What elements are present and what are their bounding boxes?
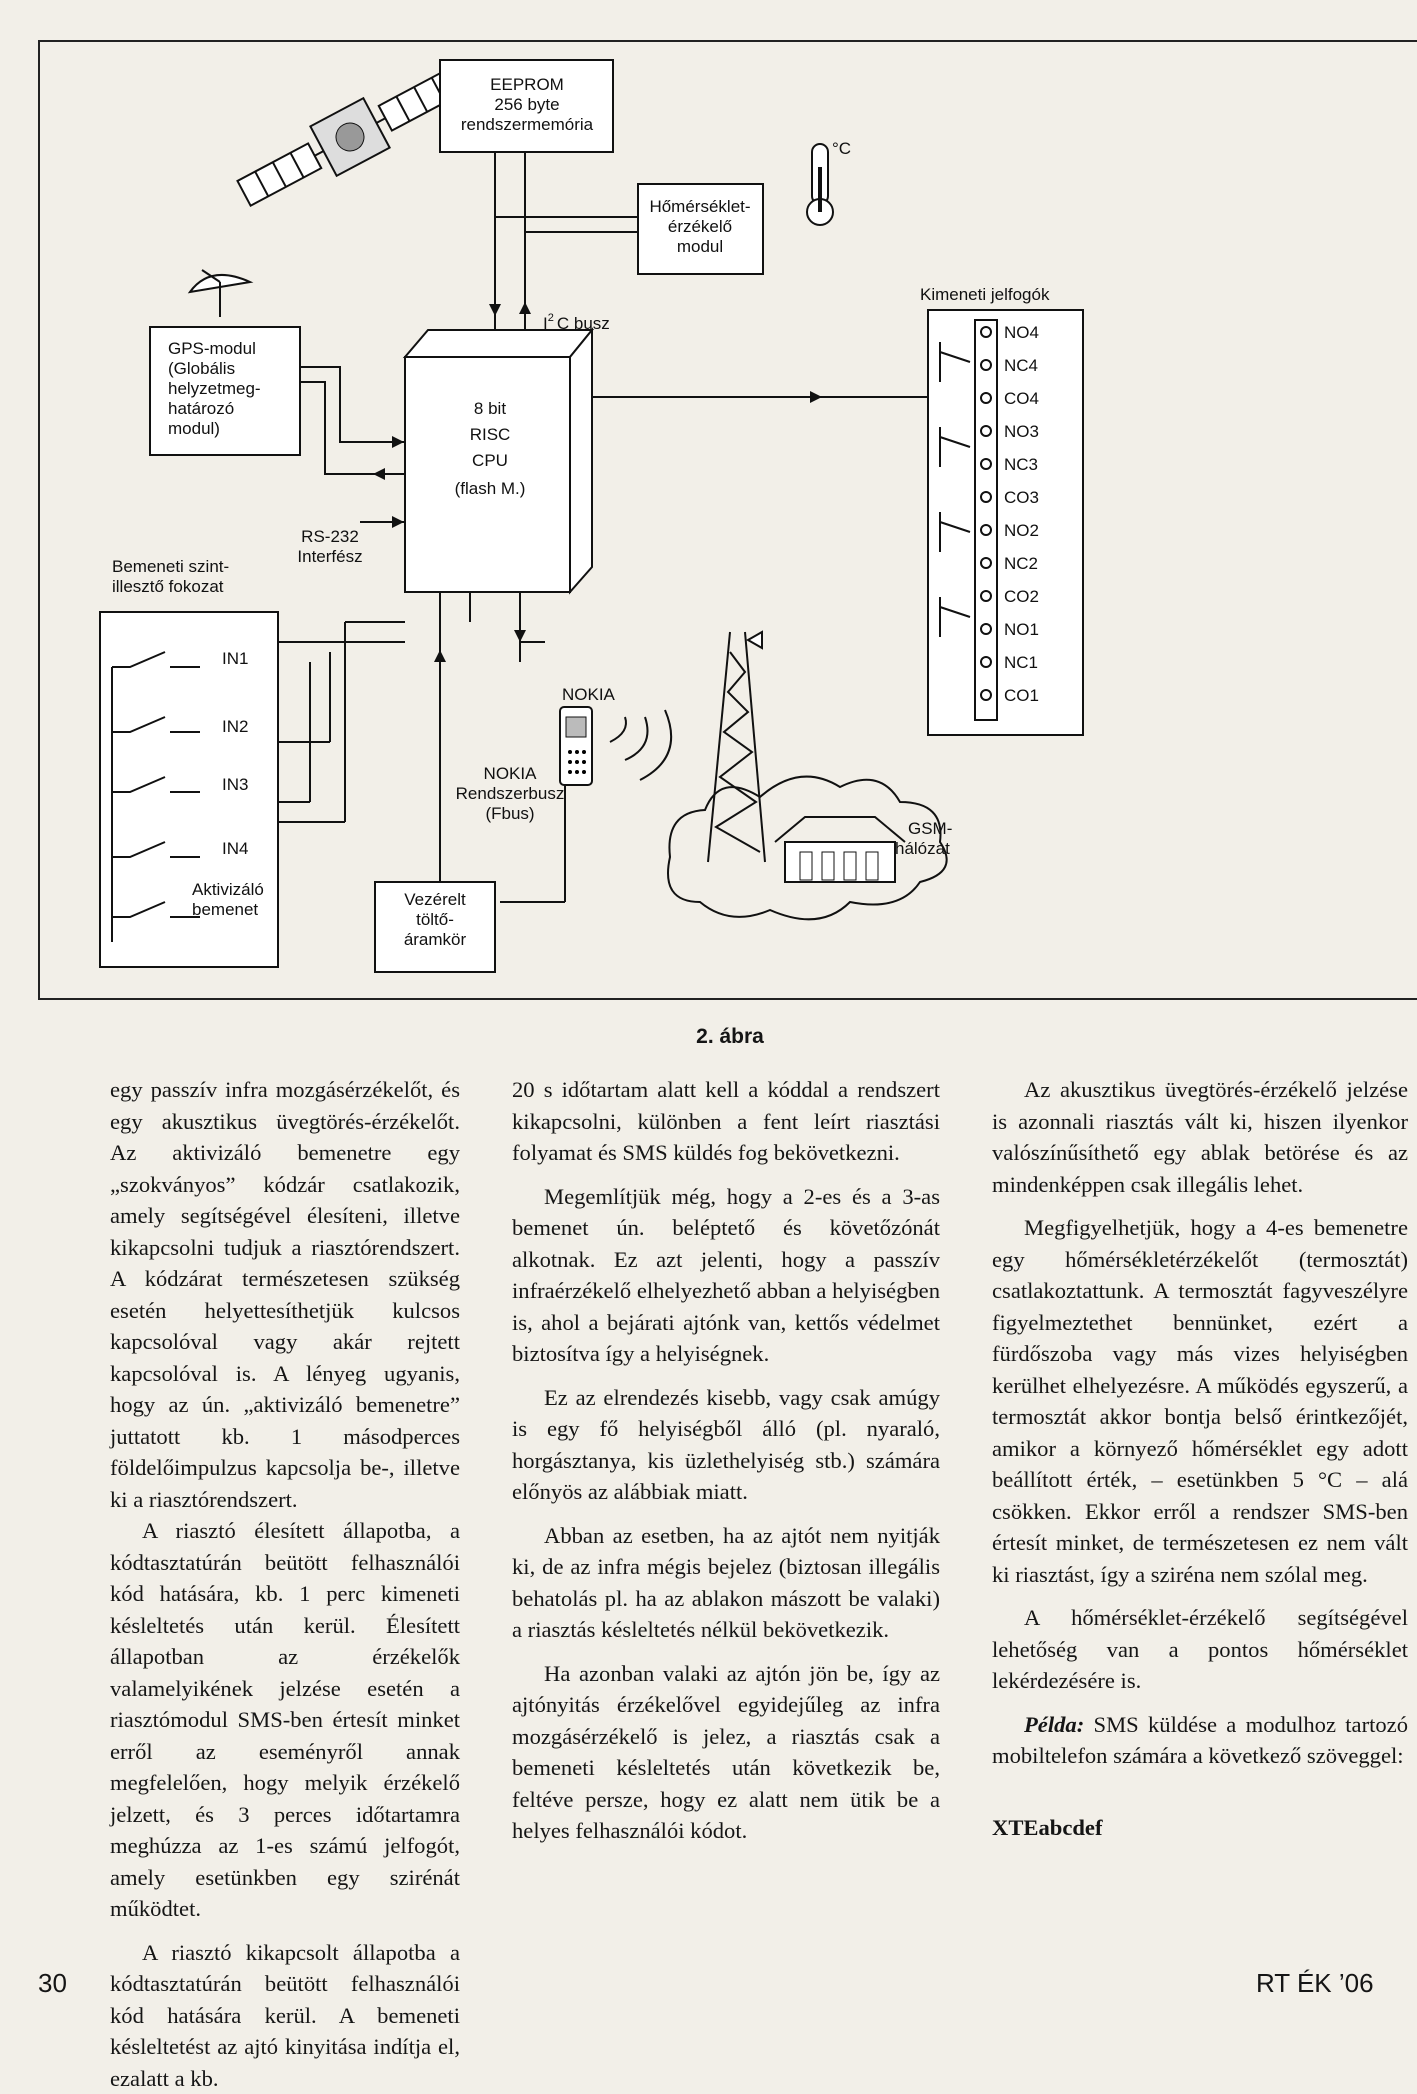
- paragraph: Abban az esetben, ha az ajtót nem nyitjá…: [512, 1520, 940, 1646]
- relay-pin-label: NO1: [1004, 620, 1039, 639]
- connections: [278, 152, 928, 902]
- relay-pin-label: NC3: [1004, 455, 1038, 474]
- paragraph: Az akusztikus üvegtörés-érzékelő jelzése…: [992, 1074, 1408, 1200]
- paragraph: Megfigyelhetjük, hogy a 4-es bemenetre e…: [992, 1212, 1408, 1590]
- temp-unit: °C: [832, 139, 851, 158]
- relay-terminal: [981, 327, 991, 337]
- text-column-1: egy passzív infra mozgásérzékelőt, és eg…: [110, 1074, 460, 2094]
- relay-terminal: [981, 492, 991, 502]
- text-column-2: 20 s időtartam alatt kell a kóddal a ren…: [512, 1074, 940, 1847]
- svg-text:Bemeneti szint-illesztő fokoza: Bemeneti szint-illesztő fokozat: [112, 557, 229, 596]
- mobile-phone-icon: [560, 707, 592, 785]
- paragraph: A riasztó élesített állapotba, a kódtasz…: [110, 1515, 460, 1925]
- relay-pin-label: NO3: [1004, 422, 1039, 441]
- paragraph: 20 s időtartam alatt kell a kóddal a ren…: [512, 1074, 940, 1169]
- svg-text:NOKIA: NOKIA: [562, 685, 616, 704]
- relay-pin-label: NC1: [1004, 653, 1038, 672]
- relay-pin-label: CO1: [1004, 686, 1039, 705]
- figure-caption: 2. ábra: [660, 1025, 800, 1049]
- relay-terminal: [981, 459, 991, 469]
- thermometer-icon: [807, 144, 833, 225]
- relay-pin-label: NC4: [1004, 356, 1038, 375]
- example-paragraph: Példa: SMS küldése a modulhoz tartozó mo…: [992, 1709, 1408, 1772]
- relay-terminal: [981, 591, 991, 601]
- relay-terminal: [981, 360, 991, 370]
- paragraph: Ha azonban valaki az ajtón jön be, így a…: [512, 1658, 940, 1847]
- paragraph: A hőmérséklet-érzékelő segítségével lehe…: [992, 1602, 1408, 1697]
- journal-footer: RT ÉK ’06: [1256, 1968, 1374, 1999]
- paragraph: Ez az elrendezés kisebb, vagy csak amúgy…: [512, 1382, 940, 1508]
- text-column-3: Az akusztikus üvegtörés-érzékelő jelzése…: [992, 1074, 1408, 1843]
- relay-terminal: [981, 426, 991, 436]
- relay-terminal: [981, 657, 991, 667]
- relay-terminal: [981, 558, 991, 568]
- page-number: 30: [38, 1968, 67, 1999]
- paragraph: A riasztó kikapcsolt állapotba a kódtasz…: [110, 1937, 460, 2094]
- radio-waves: [610, 710, 671, 780]
- dish-antenna-icon: [190, 270, 250, 317]
- satellite-icon: [231, 56, 469, 218]
- base-station-icon: [775, 817, 905, 882]
- svg-text:Kimeneti jelfogók: Kimeneti jelfogók: [920, 285, 1050, 304]
- relay-pin-label: NC2: [1004, 554, 1038, 573]
- relay-pin-label: NO4: [1004, 323, 1039, 342]
- svg-text:hálózat: hálózat: [895, 839, 950, 858]
- paragraph: Megemlítjük még, hogy a 2-es és a 3-as b…: [512, 1181, 940, 1370]
- relay-pin-label: CO2: [1004, 587, 1039, 606]
- paragraph: egy passzív infra mozgásérzékelőt, és eg…: [110, 1074, 460, 1515]
- sms-code: XTEabcdef: [992, 1812, 1408, 1844]
- svg-text:GSM-: GSM-: [908, 819, 952, 838]
- relay-terminal: [981, 690, 991, 700]
- relay-pin-label: NO2: [1004, 521, 1039, 540]
- gsm-tower-icon: [708, 632, 765, 862]
- relay-pin-label: CO4: [1004, 389, 1039, 408]
- example-label: Példa:: [1024, 1712, 1084, 1737]
- relay-pin-label: CO3: [1004, 488, 1039, 507]
- relay-terminal: [981, 525, 991, 535]
- relay-terminal: [981, 624, 991, 634]
- relay-terminal: [981, 393, 991, 403]
